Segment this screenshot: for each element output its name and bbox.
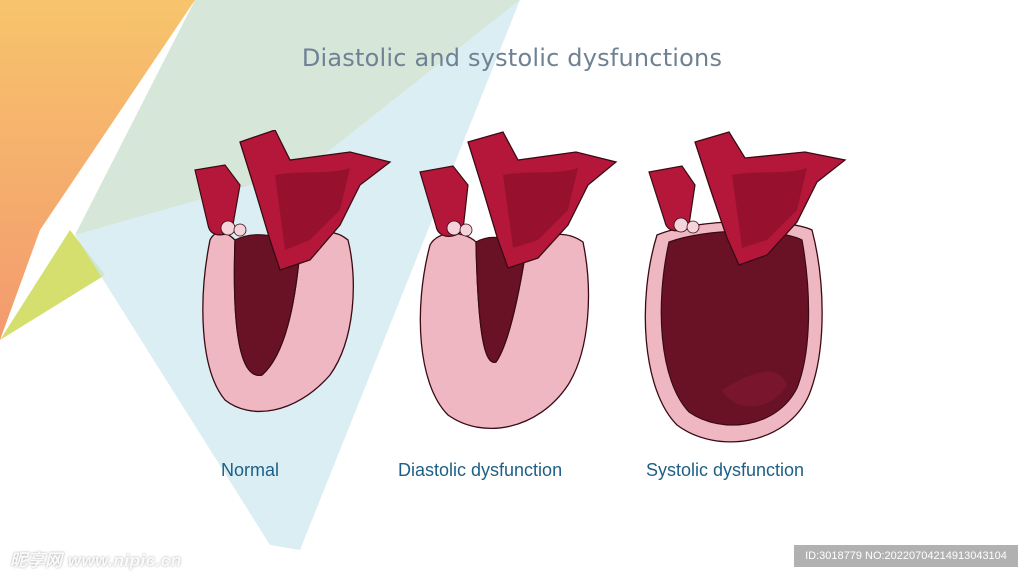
watermark-id: ID:3018779 NO:20220704214913043104: [794, 545, 1018, 567]
heart-systolic: [637, 130, 857, 460]
caption-systolic: Systolic dysfunction: [646, 460, 805, 480]
watermark-logo: 昵享网 www.nipic.cn: [10, 551, 182, 570]
systolic-heart-illustration: [644, 131, 847, 443]
caption-normal: Normal: [221, 460, 280, 480]
caption-diastolic: Diastolic dysfunction: [398, 460, 563, 480]
diastolic-heart-illustration: [419, 131, 618, 429]
heart-normal: [180, 130, 400, 460]
normal-heart-illustration: [194, 130, 392, 412]
diagram-title: Diastolic and systolic dysfunctions: [301, 44, 723, 72]
heart-diastolic: [408, 130, 628, 460]
